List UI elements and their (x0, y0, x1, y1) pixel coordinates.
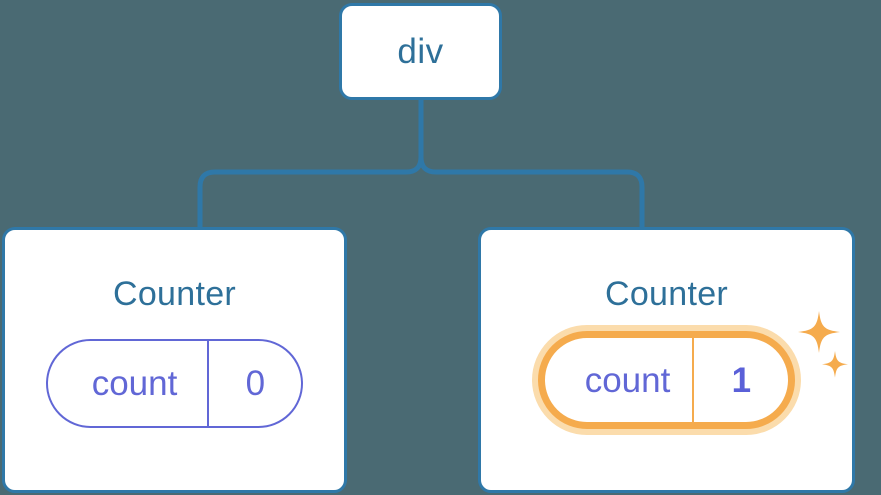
component-title: Counter (604, 275, 729, 313)
state-value-label: 1 (731, 360, 752, 400)
state-pill-highlighted[interactable]: count 1 (537, 331, 796, 429)
state-pill-wrapper: count 0 (45, 339, 304, 428)
state-pill[interactable]: count 0 (45, 339, 304, 428)
sparkles-group (798, 311, 849, 378)
connector-left-branch (197, 154, 424, 231)
sparkle-large-icon (798, 311, 841, 353)
state-pill-wrapper: count 1 (537, 311, 849, 429)
state-pill-divider (207, 341, 210, 426)
root-node-label: div (397, 31, 444, 71)
connector-right-branch (418, 97, 645, 231)
component-card-counter-left[interactable]: Counter count 0 (2, 227, 347, 493)
state-key-label: count (91, 364, 178, 403)
state-value-label: 0 (245, 364, 266, 403)
component-card-counter-right[interactable]: Counter count 1 (478, 227, 855, 493)
sparkle-small-icon (822, 351, 849, 378)
component-title: Counter (112, 275, 237, 313)
state-key-label: count (584, 360, 671, 400)
state-pill-divider (692, 338, 695, 422)
root-node-div[interactable]: div (339, 3, 502, 100)
